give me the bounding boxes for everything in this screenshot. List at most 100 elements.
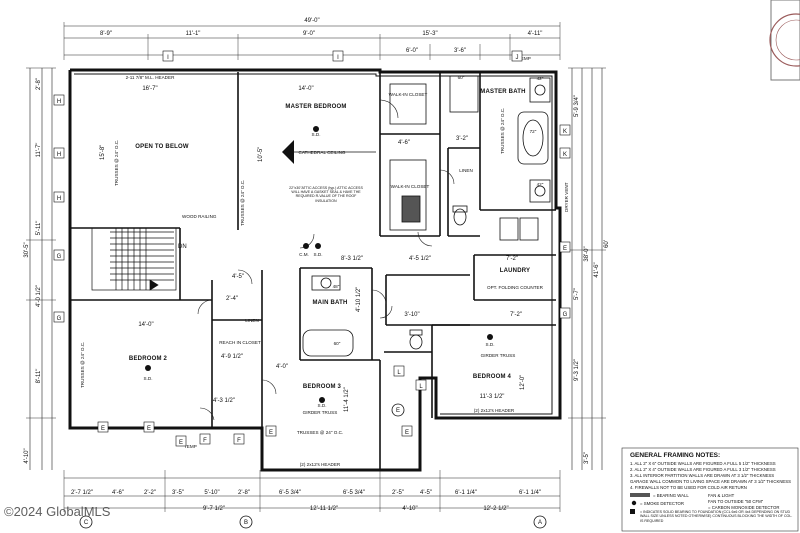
temp-top: TEMP bbox=[518, 56, 531, 61]
dim-int-6: 3'-2" bbox=[456, 136, 468, 142]
dim-int-20: 4'-3 1/2" bbox=[213, 398, 235, 404]
note-5: 4. FIREWALLS NOT TO BE USED FOR COLD AIR… bbox=[630, 485, 747, 490]
grid-marker-c: C bbox=[84, 520, 89, 526]
dim-int-5: 4'-6" bbox=[398, 140, 410, 146]
solid-bearing-swatch bbox=[630, 509, 635, 514]
dim-right-1: 41'-6" bbox=[594, 262, 600, 277]
label-header-b4: (2) 2x12's HEADER bbox=[474, 408, 515, 413]
room-walk-in-closet-2: WALK-IN CLOSET bbox=[391, 184, 430, 189]
label-trusses-open: TRUSSES @ 24" O.C. bbox=[114, 140, 119, 186]
sd-bed2: S.D. bbox=[144, 376, 153, 381]
dim-bot1-2: 2'-2" bbox=[144, 490, 156, 496]
title-block-stamp bbox=[769, 0, 800, 81]
room-master-bedroom: MASTER BEDROOM bbox=[285, 104, 346, 110]
dim-int-13: 4'-5" bbox=[232, 274, 244, 280]
sd-hall: S.D. bbox=[314, 252, 323, 257]
sd-bed4: S.D. bbox=[486, 342, 495, 347]
window-tag-11: G bbox=[563, 312, 568, 318]
legend-bearing-wall: = BEARING WALL bbox=[653, 493, 689, 498]
window-tag-15: F bbox=[203, 438, 207, 444]
dim-right-3: 5'-9 3/4" bbox=[574, 95, 580, 117]
window-tag-letters: I I J H H H G G K K E G E E E F F E L L … bbox=[57, 55, 568, 446]
room-opt-folding-counter: OPT. FOLDING COUNTER bbox=[487, 285, 544, 290]
notes-title: GENERAL FRAMING NOTES: bbox=[630, 452, 720, 459]
dim-bot1-9: 4'-5" bbox=[420, 490, 432, 496]
dim-bot1-4: 5'-10" bbox=[204, 490, 219, 496]
sd-bed3: S.D. bbox=[318, 403, 327, 408]
dim-top-5: 4'-11" bbox=[528, 31, 543, 37]
window-tag-17: E bbox=[269, 430, 273, 436]
window-tag-4: H bbox=[57, 152, 61, 158]
legend-fan-vent: FAN TO OUTSIDE "50 CFM" bbox=[708, 499, 764, 504]
bottom-dimensions: 2'-7 1/2" 4'-6" 2'-2" 3'-5" 5'-10" 2'-8"… bbox=[71, 490, 541, 512]
window-tag-18: L bbox=[397, 370, 401, 376]
window-tag-0: I bbox=[167, 55, 169, 61]
dim-bot1-1: 4'-6" bbox=[112, 490, 124, 496]
dim-bot2-0: 9'-7 1/2" bbox=[203, 506, 225, 512]
label-48-vanity: 48" bbox=[333, 284, 340, 289]
dim-int-15: 4'-9 1/2" bbox=[221, 354, 243, 360]
window-tag-6: G bbox=[57, 254, 62, 260]
dim-bot1-10: 6'-1 1/4" bbox=[455, 490, 477, 496]
legend-carbon-monoxide: = CARBON MONOXIDE DETECTOR bbox=[708, 505, 779, 510]
grid-marker-circles bbox=[79, 403, 547, 529]
note-1: 1. ALL 2" X 6" OUTSIDE WALLS ARE FIGURED… bbox=[630, 461, 776, 466]
dim-int-0: 16'-7" bbox=[142, 86, 157, 92]
dim-right-6: 3'-5" bbox=[584, 452, 590, 464]
dim-int-11: 11'-4 1/2" bbox=[344, 387, 350, 412]
grid-marker-e: E bbox=[396, 408, 400, 414]
dim-int-2: 14'-0" bbox=[138, 322, 153, 328]
label-42-vanity-1: 42" bbox=[537, 76, 544, 81]
grid-marker-b: B bbox=[244, 520, 248, 526]
room-walk-in-closet-1: WALK-IN CLOSET bbox=[389, 92, 428, 97]
watermark: ©2024 GlobalMLS bbox=[4, 504, 111, 519]
room-linen-2: LINEN bbox=[245, 318, 259, 323]
smoke-detector-icons bbox=[145, 126, 493, 403]
cm-hall: C.M. bbox=[299, 252, 309, 257]
window-tag-2: J bbox=[516, 55, 519, 61]
grid-marker-letters: C B A E bbox=[84, 408, 542, 526]
dim-top-7: 3'-6" bbox=[454, 48, 466, 54]
label-trusses-bath: TRUSSES @ 24" O.C. bbox=[500, 108, 505, 154]
dim-bot1-5: 2'-8" bbox=[238, 490, 250, 496]
dim-left-5: 30'-5" bbox=[24, 242, 30, 257]
window-tag-boxes bbox=[53, 50, 571, 447]
label-girder-truss-b3: GIRDER TRUSS bbox=[303, 410, 338, 415]
dim-top-overall: 49'-0" bbox=[304, 18, 319, 24]
dim-int-4: 10'-5" bbox=[258, 147, 264, 162]
left-dimensions: 2'-8" 11'-7" 5'-11" 4'-0 1/2" 8'-11" 30'… bbox=[24, 78, 42, 464]
dim-top-3: 9'-0" bbox=[303, 31, 315, 37]
room-laundry: LAUNDRY bbox=[500, 268, 531, 274]
room-bedroom-4: BEDROOM 4 bbox=[473, 374, 512, 380]
legend-fan-light: FAN & LIGHT bbox=[708, 493, 735, 498]
dim-right-4: 5'-7" bbox=[574, 288, 580, 300]
stairs bbox=[91, 227, 177, 291]
right-dimensions: 60' 41'-6" 38'-0" 5'-9 3/4" 5'-7" 9'-3 1… bbox=[574, 95, 610, 464]
window-tag-20: E bbox=[405, 430, 409, 436]
interior-dimensions: 16'-7" 14'-0" 14'-0" 15'-8" 10'-5" 4'-6"… bbox=[100, 86, 526, 412]
fixtures bbox=[302, 75, 551, 357]
dim-bot2-2: 4'-10" bbox=[402, 506, 417, 512]
dim-right-0: 60' bbox=[604, 240, 610, 248]
dim-bot1-7: 6'-5 3/4" bbox=[343, 490, 365, 496]
dim-left-3: 4'-0 1/2" bbox=[36, 285, 42, 307]
dimension-ticks bbox=[26, 22, 606, 512]
label-cathedral-ceiling: CATHEDRAL CEILING bbox=[299, 150, 346, 155]
dim-left-0: 2'-8" bbox=[36, 78, 42, 90]
dim-right-5: 9'-3 1/2" bbox=[574, 359, 580, 381]
dimension-lines bbox=[29, 25, 603, 509]
dim-int-10: 12'-0" bbox=[520, 375, 526, 390]
interior-walls bbox=[70, 72, 556, 470]
window-tag-5: H bbox=[57, 196, 61, 202]
label-60-shower: 60" bbox=[458, 75, 465, 80]
dim-left-6: 4'-10" bbox=[24, 448, 30, 463]
dim-int-7: 4'-5 1/2" bbox=[409, 256, 431, 262]
note-3: 3. ALL INTERIOR PARTITION WALLS ARE DRAW… bbox=[630, 473, 774, 478]
window-tag-14: E bbox=[179, 440, 183, 446]
label-trusses-master: TRUSSES @ 24" O.C. bbox=[240, 180, 245, 226]
dim-int-8: 8'-3 1/2" bbox=[341, 256, 363, 262]
room-master-bath: MASTER BATH bbox=[480, 89, 525, 95]
dim-int-16: 3'-10" bbox=[404, 312, 419, 318]
room-reach-in-closet: REACH IN CLOSET bbox=[219, 340, 261, 345]
dim-int-19: 4'-10 1/2" bbox=[356, 287, 362, 312]
